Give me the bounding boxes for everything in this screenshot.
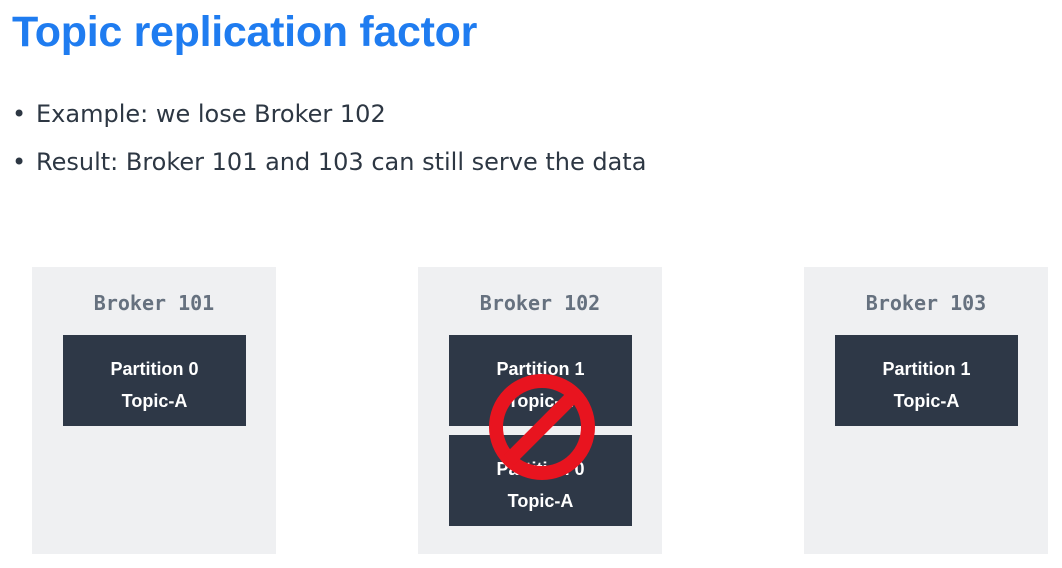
partition-name: Partition 0 <box>110 359 199 379</box>
partition-name: Partition 1 <box>882 359 971 379</box>
partition-block: Partition 1 Topic-A <box>835 335 1018 426</box>
partition-name: Partition 1 <box>496 359 585 379</box>
broker-101: Broker 101 Partition 0 Topic-A <box>32 267 276 554</box>
broker-label: Broker 102 <box>479 291 601 315</box>
topic-name: Topic-A <box>507 491 574 511</box>
partition-block: Partition 0 Topic-A <box>63 335 246 426</box>
broker-label: Broker 103 <box>865 291 987 315</box>
no-symbol-ring <box>489 374 595 480</box>
page-title: Topic replication factor <box>12 8 478 56</box>
bullet-dot-icon: • <box>12 100 27 128</box>
partition-block: Partition 1 Topic-A <box>449 335 632 426</box>
topic-name: Topic-A <box>121 391 188 411</box>
topic-name: Topic-A <box>893 391 960 411</box>
bullet-item: • Result: Broker 101 and 103 can still s… <box>12 140 646 188</box>
broker-label: Broker 101 <box>93 291 215 315</box>
no-symbol-slash <box>504 389 580 465</box>
bullet-item: • Example: we lose Broker 102 <box>12 92 646 140</box>
broker-102: Broker 102 Partition 1 Topic-A Partition… <box>418 267 662 554</box>
broker-103: Broker 103 Partition 1 Topic-A <box>804 267 1048 554</box>
bullet-list: • Example: we lose Broker 102 • Result: … <box>12 92 646 188</box>
bullet-text: Result: Broker 101 and 103 can still ser… <box>36 148 647 176</box>
bullet-text: Example: we lose Broker 102 <box>36 100 386 128</box>
no-symbol-icon <box>489 374 595 480</box>
bullet-dot-icon: • <box>12 148 27 176</box>
